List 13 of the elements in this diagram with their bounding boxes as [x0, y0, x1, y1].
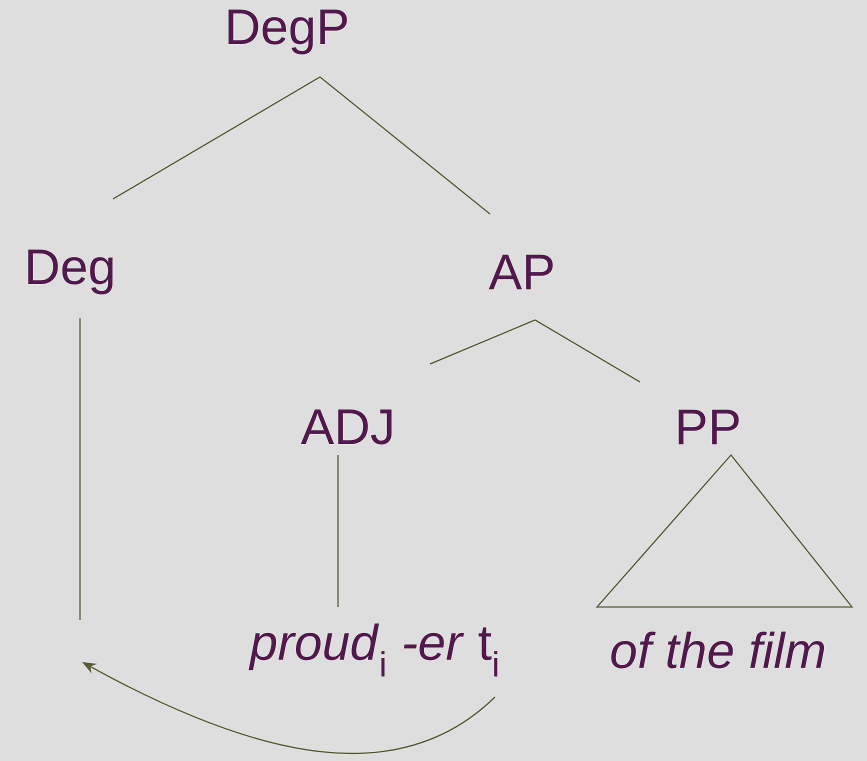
- tree-label: Deg: [28, 250, 113, 294]
- tree-label: ADJ: [300, 410, 392, 444]
- tree-branch: [79, 318, 81, 620]
- tree-branch: [534, 319, 640, 383]
- tree-branch: [430, 319, 536, 365]
- tree-label: proud$_{i}$ -er t$_{i}$: [248, 624, 498, 676]
- tree-label: AP: [488, 254, 553, 290]
- tree-label: of the film: [611, 632, 824, 668]
- tree-branch: [320, 76, 490, 214]
- tree-label: DegP: [228, 10, 347, 54]
- tree-branch: [337, 455, 339, 607]
- tree-branch: [112, 76, 320, 200]
- tree-label: PP: [678, 410, 739, 444]
